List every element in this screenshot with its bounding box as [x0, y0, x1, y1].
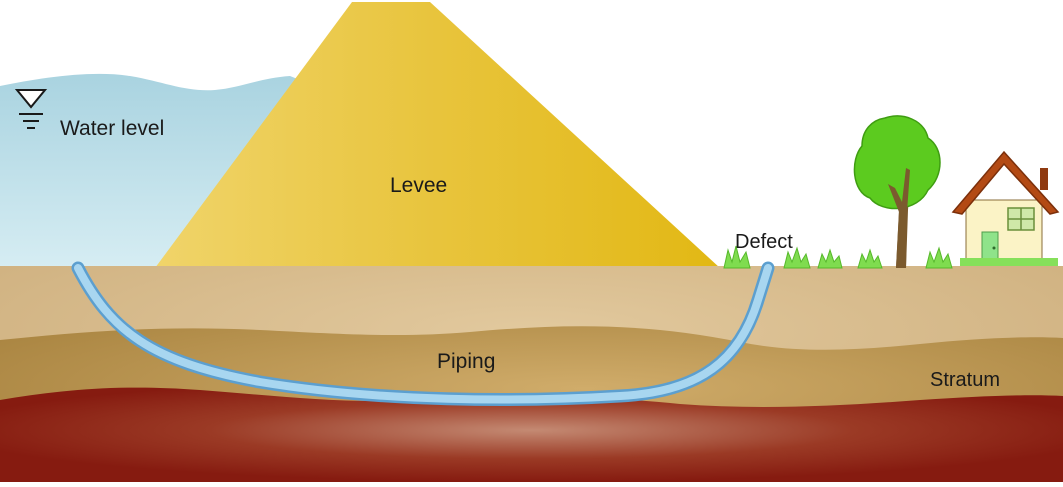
bedrock-layer	[0, 387, 1063, 482]
grass-tuft-icon	[723, 245, 953, 269]
water-level-symbol	[14, 89, 48, 129]
levee-body	[155, 2, 720, 268]
stratum-label: Stratum	[930, 369, 1000, 391]
water-body	[0, 73, 300, 268]
piping-channel	[71, 261, 775, 406]
house-icon	[951, 150, 1060, 266]
defect-label: Defect	[735, 231, 793, 253]
levee-label: Levee	[390, 174, 447, 197]
tree-icon	[853, 115, 941, 268]
piping-label: Piping	[437, 350, 495, 373]
water-level-label: Water level	[60, 117, 164, 140]
